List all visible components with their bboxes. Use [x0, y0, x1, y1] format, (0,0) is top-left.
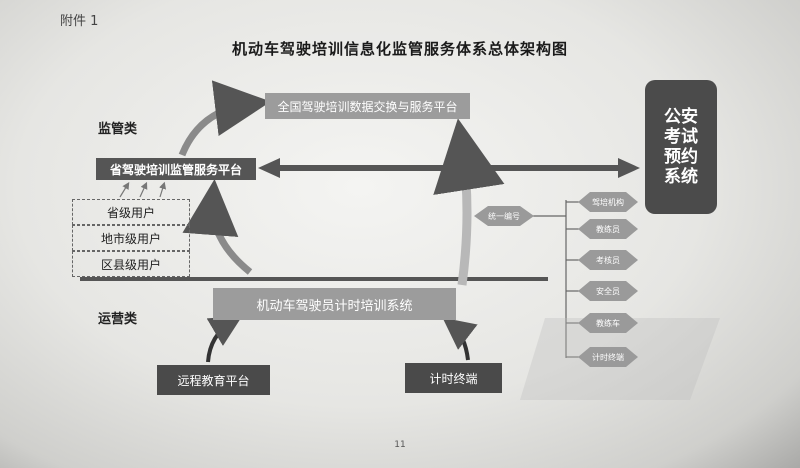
page-number: 11	[394, 440, 406, 450]
user-level-provincial[interactable]: 省级用户	[72, 199, 190, 225]
police-line-2: 考试	[664, 127, 698, 147]
police-line-3: 预约	[664, 147, 698, 167]
national-platform-box[interactable]: 全国驾驶培训数据交换与服务平台	[265, 93, 470, 119]
code-item-safety-officer[interactable]: 安全员	[578, 281, 638, 301]
code-item-coach[interactable]: 教练员	[578, 219, 638, 239]
unified-code-diamond[interactable]: 统一编号	[474, 206, 534, 226]
police-exam-booking-system[interactable]: 公安 考试 预约 系统	[645, 80, 717, 214]
timing-terminal-box[interactable]: 计时终端	[405, 363, 502, 393]
category-supervision: 监管类	[98, 122, 138, 137]
timing-training-system-box[interactable]: 机动车驾驶员计时培训系统	[213, 288, 456, 320]
code-item-training-car[interactable]: 教练车	[578, 313, 638, 333]
remote-education-platform-box[interactable]: 远程教育平台	[157, 365, 270, 395]
user-level-county[interactable]: 区县级用户	[72, 251, 190, 277]
code-item-examiner[interactable]: 考核员	[578, 250, 638, 270]
unified-code-label: 统一编号	[488, 211, 520, 221]
attachment-label: 附件 1	[60, 14, 99, 29]
code-item-timing-terminal[interactable]: 计时终端	[578, 347, 638, 367]
police-line-4: 系统	[664, 167, 698, 187]
category-operation: 运营类	[98, 312, 138, 327]
police-line-1: 公安	[664, 107, 698, 127]
user-level-city[interactable]: 地市级用户	[72, 225, 190, 251]
code-item-training-institution[interactable]: 驾培机构	[578, 192, 638, 212]
provincial-platform-box[interactable]: 省驾驶培训监管服务平台	[96, 158, 256, 180]
diagram-title: 机动车驾驶培训信息化监管服务体系总体架构图	[231, 40, 568, 58]
